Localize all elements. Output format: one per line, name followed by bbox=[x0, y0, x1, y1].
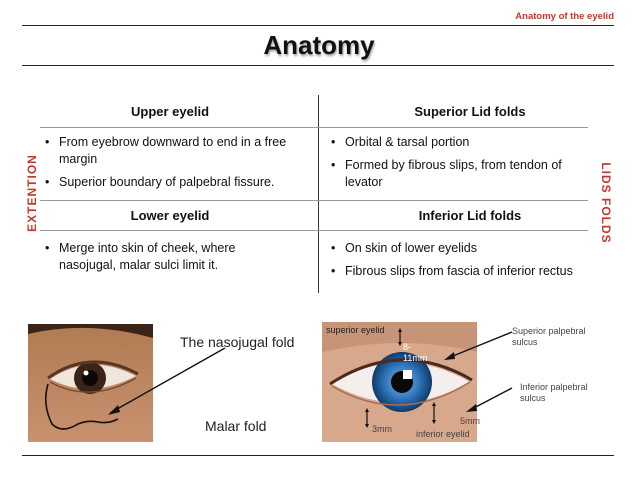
row-divider-3 bbox=[40, 230, 588, 231]
list-item: On skin of lower eyelids bbox=[331, 240, 601, 257]
section-header: Anatomy of the eyelid bbox=[515, 11, 614, 22]
eyelid-anatomy-photo bbox=[322, 322, 477, 442]
inferior-folds-list: On skin of lower eyelids Fibrous slips f… bbox=[331, 240, 601, 286]
measure-8-11mm: 8-11mm bbox=[403, 342, 428, 363]
measure-3mm: 3mm bbox=[372, 424, 392, 434]
top-divider bbox=[22, 25, 614, 26]
table-vertical-divider bbox=[318, 95, 319, 293]
superior-folds-list: Orbital & tarsal portion Formed by fibro… bbox=[331, 134, 593, 197]
list-item: Orbital & tarsal portion bbox=[331, 134, 593, 151]
superior-sulcus-label: Superior palpebral sulcus bbox=[512, 326, 586, 347]
lower-eyelid-heading: Lower eyelid bbox=[130, 208, 210, 223]
title-divider bbox=[22, 65, 614, 66]
lower-eyelid-photo bbox=[28, 324, 153, 442]
measure-5mm: 5mm bbox=[460, 416, 480, 426]
lower-eyelid-list: Merge into skin of cheek, where nasojuga… bbox=[45, 240, 295, 280]
list-item: Fibrous slips from fascia of inferior re… bbox=[331, 263, 601, 280]
nasojugal-arrow bbox=[108, 347, 226, 415]
superior-folds-heading: Superior Lid folds bbox=[414, 104, 526, 119]
nasojugal-fold-label: The nasojugal fold bbox=[180, 334, 295, 350]
row-divider-2 bbox=[40, 200, 588, 201]
upper-eyelid-list: From eyebrow downward to end in a free m… bbox=[45, 134, 313, 197]
superior-eyelid-annotation: superior eyelid bbox=[326, 325, 385, 335]
list-item: From eyebrow downward to end in a free m… bbox=[45, 134, 313, 168]
inferior-folds-heading: Inferior Lid folds bbox=[418, 208, 522, 223]
bottom-divider bbox=[22, 455, 614, 456]
malar-fold-label: Malar fold bbox=[205, 418, 267, 434]
inferior-eyelid-annotation: inferior eyelid bbox=[416, 429, 470, 439]
list-item: Superior boundary of palpebral fissure. bbox=[45, 174, 313, 191]
list-item: Merge into skin of cheek, where nasojuga… bbox=[45, 240, 295, 274]
inferior-sulcus-label: Inferior palpebral sulcus bbox=[520, 382, 588, 403]
side-label-lids-folds: LIDS FOLDS bbox=[599, 162, 613, 244]
side-label-extention: EXTENTION bbox=[25, 154, 39, 232]
row-divider-1 bbox=[40, 127, 588, 128]
page-title: Anatomy bbox=[263, 30, 375, 60]
list-item: Formed by fibrous slips, from tendon of … bbox=[331, 157, 593, 191]
sulcus-arrows bbox=[444, 331, 513, 412]
upper-eyelid-heading: Upper eyelid bbox=[130, 104, 210, 119]
